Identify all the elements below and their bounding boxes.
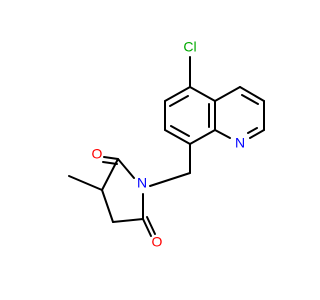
- bond-c2s-o-b: [102, 161, 118, 165]
- bond-c2-n: [249, 129, 265, 139]
- bond-ch2-n: [149, 172, 191, 187]
- quinoline-nitrogen-label: N: [235, 135, 245, 151]
- bond-c8-c7: [164, 129, 191, 145]
- bond-c4-c3: [239, 86, 265, 102]
- bond-c5-c6-inner: [169, 95, 189, 107]
- carbonyl-oxygen-top-label: O: [92, 146, 103, 162]
- bond-c8a-c8: [189, 129, 216, 145]
- bond-c4s-c5s: [112, 218, 144, 223]
- bond-c2-n-inner: [247, 127, 258, 134]
- bond-n-c8a: [214, 129, 231, 139]
- bond-c7-c8-inner: [170, 125, 190, 137]
- bond-c3-c4-inner: [241, 94, 259, 105]
- carbonyl-oxygen-bottom-label: O: [152, 234, 163, 250]
- bond-c6-c5: [164, 86, 191, 102]
- bond-c2s-o-a: [103, 156, 119, 160]
- bond-c5-c4a: [189, 86, 216, 102]
- bond-n-c2s: [117, 158, 135, 179]
- molecule-structure: Cl N N O O: [68, 39, 265, 250]
- chlorine-label: Cl: [183, 39, 196, 55]
- bond-c5s-o-b: [146, 216, 156, 235]
- bond-c5s-o-a: [142, 218, 152, 237]
- succinimide-nitrogen-label: N: [137, 175, 147, 191]
- bond-c3s-methyl: [68, 175, 103, 191]
- bond-c4a-c4: [214, 86, 241, 102]
- bond-layer: [68, 56, 265, 237]
- atom-labels: Cl N N O O: [92, 39, 246, 250]
- bond-c3s-c4s: [101, 189, 114, 223]
